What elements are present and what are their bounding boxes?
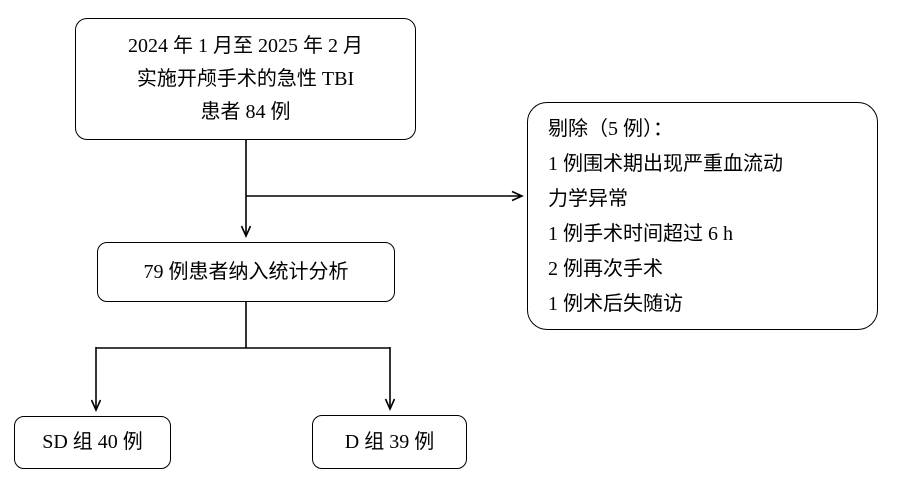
enrollment-line: 2024 年 1 月至 2025 年 2 月 — [128, 34, 363, 57]
excluded-line: 1 例手术时间超过 6 h — [548, 223, 733, 245]
excluded-line: 力学异常 — [548, 188, 628, 210]
excluded-line: 1 例术后失随访 — [548, 293, 683, 315]
analyzed-box: 79 例患者纳入统计分析 — [97, 242, 395, 302]
excluded-line: 2 例再次手术 — [548, 258, 663, 280]
excluded-box: 剔除（5 例）： 1 例围术期出现严重血流动 力学异常 1 例手术时间超过 6 … — [527, 102, 878, 330]
group-sd-label: SD 组 40 例 — [42, 431, 143, 453]
enrollment-line: 患者 84 例 — [200, 100, 291, 123]
group-sd-box: SD 组 40 例 — [14, 416, 171, 469]
group-d-box: D 组 39 例 — [312, 415, 467, 469]
excluded-line: 剔除（5 例）： — [548, 118, 673, 140]
group-d-label: D 组 39 例 — [344, 430, 435, 453]
analyzed-label: 79 例患者纳入统计分析 — [143, 260, 349, 283]
excluded-line: 1 例围术期出现严重血流动 — [548, 153, 783, 175]
enrollment-line: 实施开颅手术的急性 TBI — [136, 67, 355, 90]
enrollment-box: 2024 年 1 月至 2025 年 2 月 实施开颅手术的急性 TBI 患者 … — [75, 18, 416, 140]
